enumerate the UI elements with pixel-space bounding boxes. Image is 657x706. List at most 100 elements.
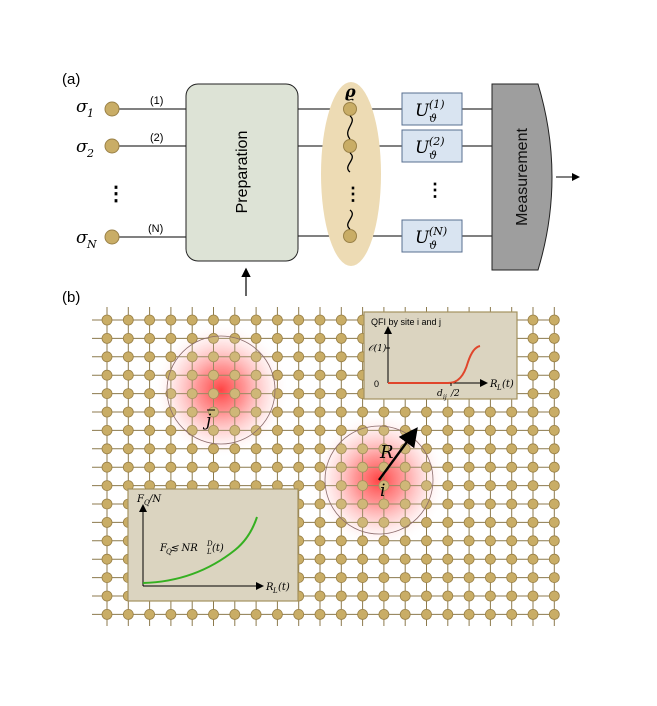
lattice-site bbox=[421, 572, 432, 583]
lattice-site bbox=[442, 553, 454, 565]
lattice-site bbox=[484, 609, 496, 620]
lattice-site bbox=[250, 332, 262, 344]
lattice-site bbox=[122, 332, 134, 344]
lattice-site bbox=[527, 369, 539, 381]
lattice-site bbox=[463, 609, 475, 620]
lattice-site bbox=[314, 351, 326, 363]
lattice-site bbox=[442, 572, 454, 583]
svg-text:F: F bbox=[136, 494, 145, 505]
lattice-site bbox=[506, 424, 518, 436]
lattice-site bbox=[357, 517, 369, 528]
lattice-site bbox=[101, 351, 113, 363]
lattice-site bbox=[527, 461, 539, 473]
lattice-site bbox=[463, 498, 475, 510]
lattice-site bbox=[271, 424, 283, 436]
inset-fq-x-label: R L (t) bbox=[265, 582, 290, 595]
lattice-site bbox=[463, 424, 475, 436]
lattice-site bbox=[527, 572, 539, 583]
state-label: ϱ bbox=[345, 82, 356, 101]
lattice-site bbox=[314, 443, 326, 455]
lattice-site bbox=[527, 480, 539, 492]
lattice-site bbox=[335, 461, 347, 473]
svg-text:σ: σ bbox=[76, 228, 88, 248]
svg-text:L: L bbox=[272, 587, 278, 595]
inset-fq-curve bbox=[142, 516, 258, 584]
lattice-site bbox=[399, 406, 411, 418]
radius-label: R bbox=[379, 442, 394, 463]
svg-text:≲ NR: ≲ NR bbox=[170, 543, 198, 554]
lattice-site bbox=[357, 535, 369, 547]
lattice-site bbox=[378, 424, 390, 436]
svg-text:d: d bbox=[437, 389, 443, 399]
radius-arrow bbox=[378, 427, 418, 481]
panel-b-label: (b) bbox=[62, 289, 80, 306]
unitary-1: U (1) ϑ bbox=[401, 92, 463, 126]
lattice-site bbox=[208, 609, 219, 620]
lattice-site bbox=[271, 406, 283, 418]
lattice-site bbox=[293, 443, 305, 455]
lattice-site bbox=[101, 369, 113, 381]
lattice-site bbox=[314, 572, 326, 583]
lattice-site bbox=[101, 443, 113, 455]
lattice-site bbox=[101, 609, 113, 620]
lattice-site bbox=[335, 609, 347, 620]
sigma-1-label: σ 1 bbox=[76, 97, 94, 120]
wire-index-2: (2) bbox=[150, 132, 163, 144]
preparation-label: Preparation bbox=[234, 131, 251, 214]
svg-text:σ: σ bbox=[76, 97, 88, 117]
svg-text:σ: σ bbox=[76, 137, 88, 157]
lattice-site bbox=[527, 517, 539, 528]
measurement-label: Measurement bbox=[514, 128, 531, 226]
lattice-site bbox=[335, 332, 347, 344]
lattice-site bbox=[527, 424, 539, 436]
lattice-site bbox=[335, 553, 347, 565]
svg-text:U: U bbox=[415, 101, 430, 121]
lattice-site bbox=[101, 498, 113, 510]
lattice-site bbox=[357, 461, 369, 473]
inset-qfi: QFI by site i and j 𝒪(1) 0 d ij /2 R L (… bbox=[363, 311, 518, 401]
lattice-site bbox=[101, 535, 113, 547]
lattice-site bbox=[442, 535, 454, 547]
lattice-site bbox=[378, 553, 390, 565]
lattice-site bbox=[250, 609, 262, 620]
lattice-site bbox=[271, 314, 283, 326]
lattice-site bbox=[527, 535, 539, 547]
lattice-site bbox=[314, 590, 326, 602]
lattice-site bbox=[335, 314, 347, 326]
lattice-site bbox=[421, 498, 432, 510]
lattice-site bbox=[548, 314, 560, 326]
svg-text:/2: /2 bbox=[450, 389, 460, 399]
inset-qfi-curve bbox=[388, 345, 481, 384]
lattice-site bbox=[293, 424, 305, 436]
lattice-site bbox=[186, 388, 198, 400]
lattice-site bbox=[122, 351, 134, 363]
lattice-site bbox=[314, 424, 326, 436]
lattice-site bbox=[186, 369, 198, 381]
lattice-site bbox=[421, 535, 432, 547]
lattice-site bbox=[421, 517, 432, 528]
lattice-site bbox=[484, 535, 496, 547]
state-ellipse bbox=[321, 82, 381, 266]
lattice-site bbox=[144, 424, 156, 436]
lattice-site bbox=[186, 406, 198, 418]
svg-text:QFI by site i and j: QFI by site i and j bbox=[371, 317, 441, 327]
svg-text:(t): (t) bbox=[278, 582, 290, 593]
lattice-site bbox=[335, 480, 347, 492]
svg-text:F: F bbox=[159, 543, 168, 554]
unitary-n: U (N) ϑ bbox=[401, 219, 463, 253]
svg-text:L: L bbox=[496, 384, 502, 392]
inset-qfi-x-label: R L (t) bbox=[489, 379, 514, 392]
lattice-site bbox=[101, 590, 113, 602]
lattice-site bbox=[357, 609, 369, 620]
lattice-site bbox=[144, 388, 156, 400]
lattice-site bbox=[335, 517, 347, 528]
lattice-site bbox=[442, 461, 454, 473]
lattice-site bbox=[506, 572, 518, 583]
lattice-site bbox=[399, 572, 411, 583]
lattice-site bbox=[463, 443, 475, 455]
lattice-site bbox=[314, 332, 326, 344]
lattice-site bbox=[144, 369, 156, 381]
lattice-site bbox=[548, 535, 560, 547]
lattice-site bbox=[527, 332, 539, 344]
lattice-site bbox=[229, 443, 241, 455]
